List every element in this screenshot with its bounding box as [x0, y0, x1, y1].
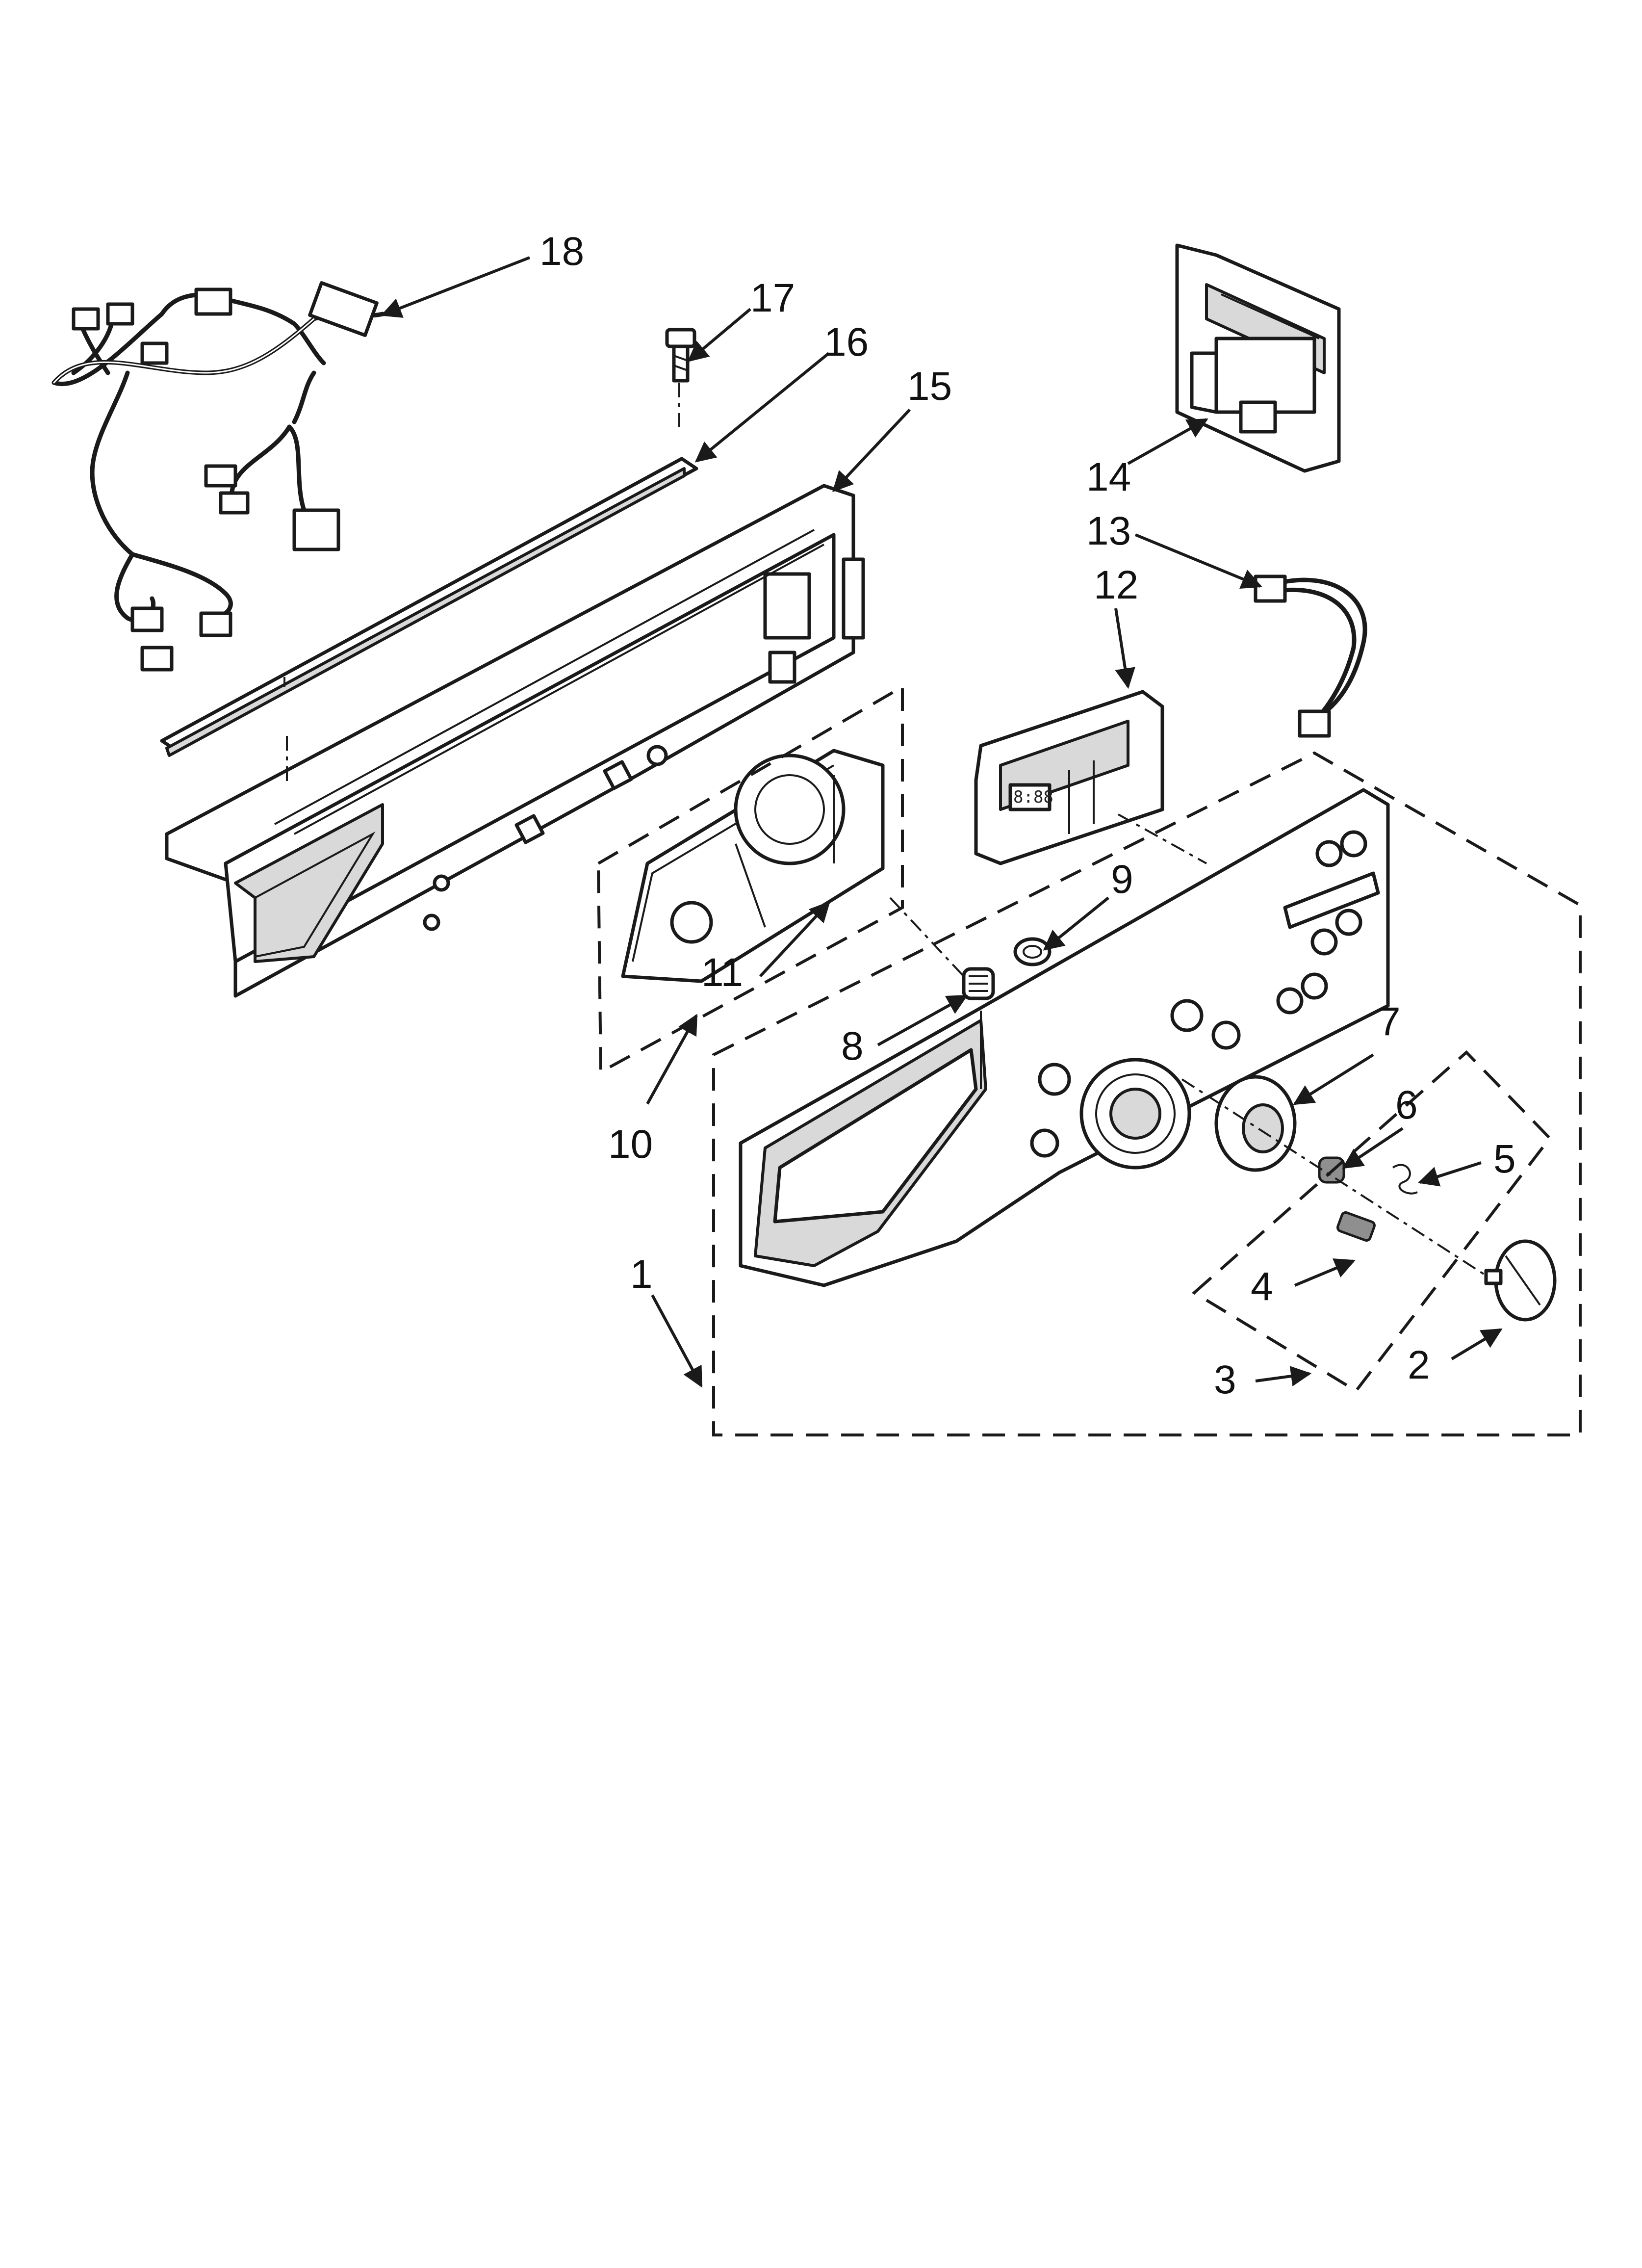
leader-14 [1127, 418, 1208, 465]
console-frame-part [165, 484, 865, 998]
callout-16: 16 [824, 320, 869, 365]
callout-9: 9 [1111, 857, 1133, 902]
callout-7: 7 [1378, 999, 1401, 1044]
callout-2: 2 [1408, 1343, 1430, 1387]
control-board-part [1175, 243, 1341, 473]
user-interface-housing-part [621, 749, 885, 983]
leader-18 [381, 256, 531, 318]
callout-4: 4 [1251, 1264, 1273, 1309]
display-board-part: 8:88 [974, 690, 1164, 865]
callout-18: 18 [539, 229, 584, 274]
subassembly-boundary-10 [596, 684, 904, 1075]
leader-3 [1255, 1366, 1312, 1386]
console-panel-part [739, 788, 1390, 1287]
callout-1: 1 [630, 1252, 653, 1297]
leader-2 [1451, 1328, 1503, 1360]
assembly-axis-line [889, 897, 965, 977]
subassembly-boundary-1 [712, 751, 1582, 1436]
leader-13 [1134, 533, 1262, 589]
leader-8 [877, 994, 968, 1046]
leader-11 [759, 901, 830, 978]
wire-harness-part [51, 281, 385, 672]
leader-6 [1342, 1127, 1404, 1169]
leader-lines [381, 256, 1503, 1388]
callout-13: 13 [1086, 509, 1131, 553]
leader-16 [694, 352, 830, 463]
leader-4 [1294, 1258, 1356, 1287]
callout-10: 10 [608, 1122, 653, 1167]
callout-17: 17 [750, 276, 795, 320]
leader-17 [687, 308, 751, 362]
assembly-axis-line [1118, 813, 1207, 864]
callout-15: 15 [907, 364, 952, 409]
callout-labels: 18 17 16 15 14 13 12 11 10 9 8 7 6 5 4 3… [539, 229, 1516, 1402]
callout-12: 12 [1094, 563, 1138, 607]
leader-10 [646, 1014, 698, 1105]
leader-1 [651, 1294, 703, 1388]
subassembly-boundary-3 [1191, 1050, 1552, 1393]
callout-5: 5 [1493, 1137, 1516, 1181]
callout-14: 14 [1086, 455, 1131, 499]
callout-11: 11 [701, 950, 743, 995]
control-knob-part [1484, 1239, 1557, 1322]
leader-9 [1043, 896, 1109, 951]
callout-6: 6 [1395, 1083, 1418, 1127]
leader-12 [1114, 608, 1135, 689]
actuator-gear-part [962, 967, 995, 1000]
display-readout: 8:88 [1013, 787, 1053, 807]
spring-part [1392, 1164, 1418, 1195]
leader-15 [832, 408, 911, 493]
screw-part [665, 328, 696, 383]
callout-3: 3 [1214, 1357, 1236, 1402]
wire-jumper-part [1254, 574, 1367, 738]
callout-8: 8 [841, 1024, 864, 1069]
leader-7 [1293, 1053, 1374, 1105]
knob-ring-part [1214, 1075, 1297, 1172]
leader-5 [1417, 1161, 1482, 1187]
retaining-clip-part [1013, 937, 1052, 966]
rail-bracket-part [160, 457, 698, 757]
knob-clip-part [1336, 1211, 1376, 1242]
